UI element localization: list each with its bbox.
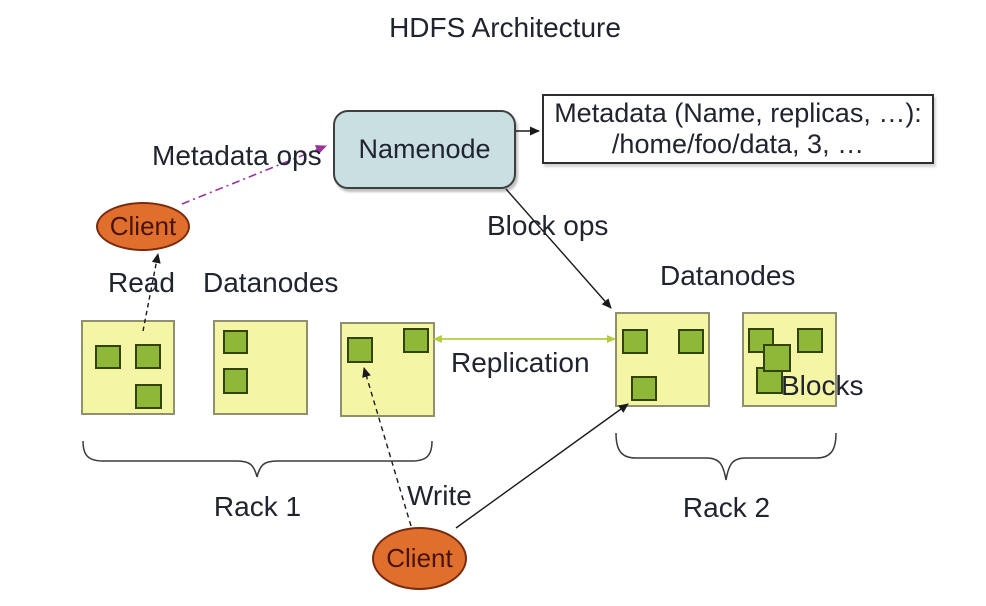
namenode-label: Namenode (358, 134, 491, 164)
page-title: HDFS Architecture (389, 12, 621, 43)
block (631, 376, 657, 401)
metadata-ops-label: Metadata ops (152, 140, 322, 171)
datanodes-left-label: Datanodes (203, 267, 339, 298)
blocks-label: Blocks (781, 370, 864, 401)
block (797, 328, 823, 353)
block (135, 344, 161, 369)
block-ops-arrow (505, 188, 612, 309)
metadata-box: Metadata (Name, replicas, …): /home/foo/… (542, 94, 934, 164)
namenode-box: Namenode (333, 110, 516, 189)
rack2-label: Rack 2 (682, 492, 771, 523)
client-bottom-label: Client (386, 543, 453, 573)
block (135, 384, 162, 409)
metadata-line-2: /home/foo/data, 3, … (611, 129, 865, 159)
block-ops-label: Block ops (487, 210, 609, 241)
client-top-ellipse: Client (96, 202, 190, 251)
datanodes-right-label: Datanodes (660, 260, 796, 291)
block (403, 328, 429, 353)
metadata-line-1: Metadata (Name, replicas, …): (554, 97, 922, 128)
write-arrow-rack2 (455, 403, 629, 529)
replication-label: Replication (451, 347, 590, 378)
rack1-label: Rack 1 (213, 491, 302, 522)
rack2-datanode-1 (615, 312, 710, 407)
block (223, 368, 248, 394)
block (763, 344, 791, 372)
read-label: Read (108, 267, 175, 298)
block (95, 345, 121, 369)
block (347, 337, 373, 363)
block (223, 330, 248, 354)
block (678, 329, 704, 354)
rack1-brace (82, 440, 433, 478)
block (622, 329, 648, 354)
rack2-brace (615, 432, 837, 481)
client-top-label: Client (109, 211, 177, 241)
client-bottom-ellipse: Client (372, 527, 467, 590)
write-label: Write (407, 480, 472, 511)
